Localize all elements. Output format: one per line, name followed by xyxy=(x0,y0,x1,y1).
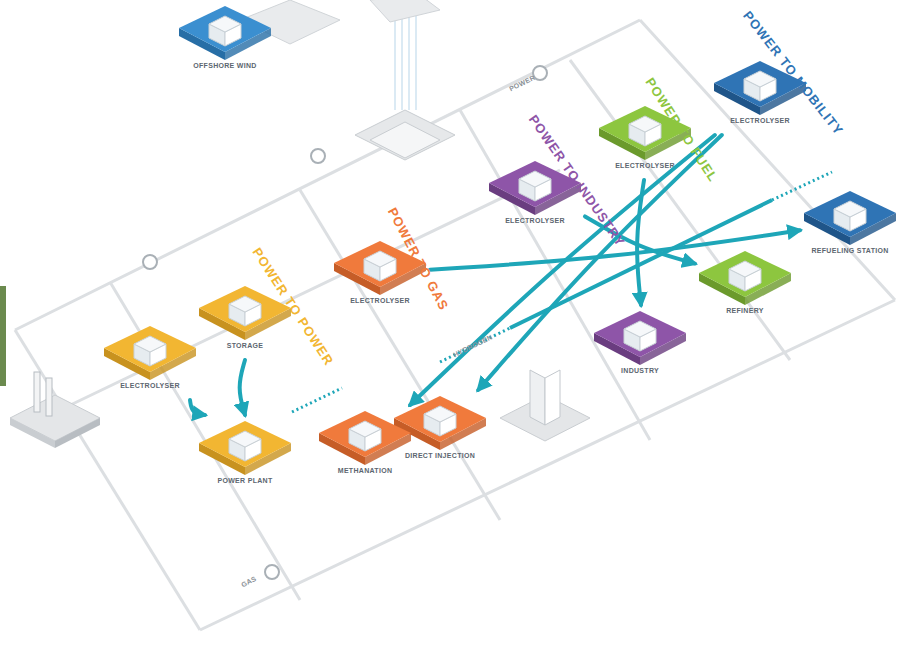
tile-label: STORAGE xyxy=(195,342,295,349)
chimney xyxy=(34,372,40,412)
flow-label: POWER xyxy=(508,74,536,93)
grid-line xyxy=(15,330,200,630)
tile-top xyxy=(319,411,411,457)
process-tile: METHANATION xyxy=(315,405,415,485)
process-tile: REFINERY xyxy=(695,245,795,325)
building-roof xyxy=(729,261,761,277)
building-roof xyxy=(424,406,456,422)
grey-tile xyxy=(370,0,440,22)
tile-label: REFINERY xyxy=(695,307,795,314)
building-roof xyxy=(519,171,551,187)
process-tile: INDUSTRY xyxy=(590,305,690,385)
tile-top xyxy=(179,6,271,52)
station-side xyxy=(10,418,55,448)
process-tile: DIRECT INJECTION xyxy=(390,390,490,470)
building-roof xyxy=(624,321,656,337)
process-tile: OFFSHORE WIND xyxy=(175,0,275,80)
grid-transformer xyxy=(240,0,455,160)
building-roof xyxy=(744,71,776,87)
tile-top xyxy=(199,421,291,467)
tile-label: ELECTROLYSER xyxy=(330,297,430,304)
building-roof xyxy=(229,296,261,312)
grid-line xyxy=(15,20,640,330)
building-roof xyxy=(834,201,866,217)
flow-label: HYDROGEN xyxy=(452,333,494,358)
grid-line xyxy=(110,282,300,600)
building-roof xyxy=(349,421,381,437)
tile-label: ELECTROLYSER xyxy=(100,382,200,389)
transformer-tile xyxy=(355,110,455,160)
tile-top xyxy=(804,191,896,237)
hydrogen-pipe xyxy=(240,360,245,415)
grid-lines xyxy=(15,20,895,630)
city-building xyxy=(530,370,545,425)
hydrogen-pipe xyxy=(410,135,715,405)
building-roof xyxy=(134,336,166,352)
grid-line xyxy=(640,20,895,300)
building-roof xyxy=(209,16,241,32)
photo-edge xyxy=(0,286,6,386)
tile-label: METHANATION xyxy=(315,467,415,474)
city-buildings xyxy=(500,370,590,441)
tile-top xyxy=(699,251,791,297)
station-side xyxy=(55,418,100,448)
building-roof xyxy=(629,116,661,132)
callout-symbols xyxy=(143,66,547,579)
hydrogen-pipe xyxy=(637,180,644,305)
station-tile xyxy=(10,395,100,441)
hydrogen-pipe xyxy=(190,400,205,415)
building-roof xyxy=(229,431,261,447)
flow-symbol xyxy=(311,149,325,163)
transformer-body xyxy=(370,122,440,158)
power-station xyxy=(0,286,100,448)
process-tile: ELECTROLYSER xyxy=(100,320,200,400)
power-line xyxy=(395,16,416,110)
hydrogen-main xyxy=(292,172,832,412)
tile-label: ELECTROLYSER xyxy=(710,117,810,124)
tile-label: ELECTROLYSER xyxy=(485,217,585,224)
tile-label: OFFSHORE WIND xyxy=(175,62,275,69)
tile-top xyxy=(104,326,196,372)
flow-label: GAS xyxy=(240,575,258,588)
process-tile: REFUELING STATION xyxy=(800,185,900,265)
hydrogen-pipe xyxy=(430,230,800,269)
grid-line xyxy=(60,170,560,410)
chimney xyxy=(46,378,52,416)
dotted-pipe xyxy=(772,172,832,200)
tile-top xyxy=(594,311,686,357)
tile-label: ELECTROLYSER xyxy=(595,162,695,169)
tile-label: POWER PLANT xyxy=(195,477,295,484)
dotted-pipe xyxy=(440,328,510,362)
process-tile: POWER PLANT xyxy=(195,415,295,495)
tile-label: REFUELING STATION xyxy=(800,247,900,254)
grid-line xyxy=(200,300,895,630)
flow-symbol xyxy=(143,255,157,269)
tile-label: INDUSTRY xyxy=(590,367,690,374)
city-building xyxy=(545,370,560,425)
hydrogen-pipe xyxy=(478,135,722,390)
dotted-pipe xyxy=(292,388,342,412)
building-roof xyxy=(364,251,396,267)
hydrogen-pipe xyxy=(585,216,695,263)
tile-label: DIRECT INJECTION xyxy=(390,452,490,459)
flow-symbol xyxy=(265,565,279,579)
